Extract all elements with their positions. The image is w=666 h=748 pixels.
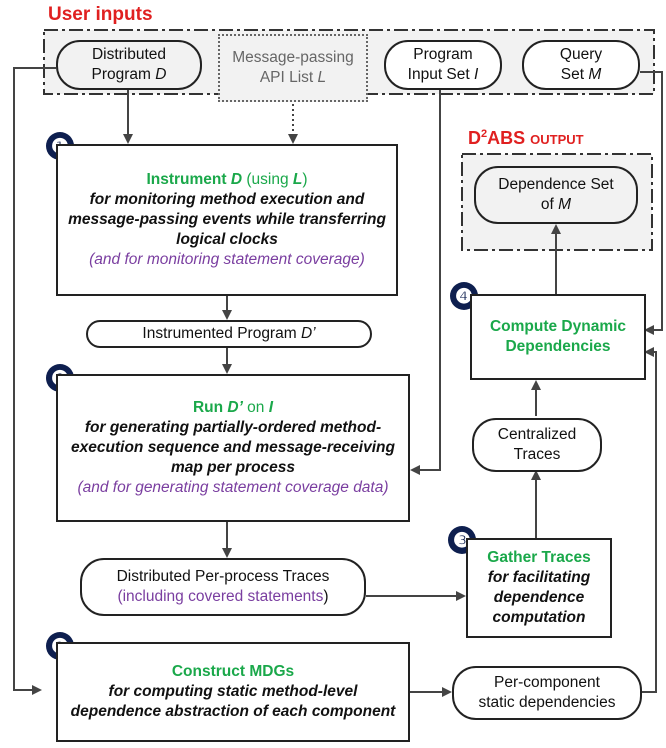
instrument-desc: for monitoring method execution and mess… [68,191,386,248]
query-set-line2: Set [560,66,589,83]
distributed-program-node: Distributed Program D [56,40,202,90]
run-head-var: D’ [227,399,243,416]
distributed-program-var: D [155,66,167,83]
instrument-extra: (and for monitoring statement coverage) [89,251,365,268]
gather-desc: for facilitating dependence computation [487,569,591,626]
run-head-b: on [242,399,269,416]
output-title: D2ABS output [468,128,584,149]
traces-line2-c: ) [323,588,329,605]
run-extra: (and for generating statement coverage d… [77,479,389,496]
instrument-head-var: D [230,171,243,188]
instrumented-program-text: Instrumented Program [142,325,301,342]
run-head-var2: I [268,399,274,416]
query-set-line1: Query [559,46,603,63]
api-list-node: Message-passing API List L [218,34,368,102]
per-component-node: Per-component static dependencies [452,666,642,720]
program-input-var: I [474,66,479,83]
user-inputs-title: User inputs [48,4,153,25]
centralized-traces-node: Centralized Traces [472,418,602,472]
compute-step: Compute Dynamic Dependencies [470,294,646,380]
distributed-program-line1: Distributed [91,46,167,63]
instrumented-program-node: Instrumented Program D’ [86,320,372,348]
per-component-line2: static dependencies [478,694,616,711]
program-input-line1: Program [413,46,473,63]
instrument-head-a: Instrument [146,171,231,188]
api-list-var: L [317,69,327,86]
construct-heading: Construct MDGs [171,663,295,680]
gather-step: Gather Traces for facilitating dependenc… [466,538,612,638]
run-desc: for generating partially-ordered method-… [71,419,395,476]
program-input-node: Program Input Set I [384,40,502,90]
construct-desc: for computing static method-level depend… [70,683,396,720]
run-step: Run D’ on I for generating partially-ord… [56,374,410,522]
centralized-line1: Centralized [497,426,577,443]
output-title-prefix: D [468,128,481,148]
instrument-heading: Instrument D (using L) [146,170,307,190]
centralized-line2: Traces [513,446,561,463]
output-title-suffix: ABS output [487,128,584,148]
instrument-head-b: (using [242,171,293,188]
construct-step: Construct MDGs for computing static meth… [56,642,410,742]
distributed-traces-node: Distributed Per-process Traces (includin… [80,558,366,616]
dependence-set-node: Dependence Set of M [474,166,638,224]
api-list-line1: Message-passing [232,49,354,66]
instrument-head-c: ) [302,171,308,188]
gather-heading: Gather Traces [487,549,591,566]
instrument-step: Instrument D (using L) for monitoring me… [56,144,398,296]
dependence-set-line2: of [540,196,559,213]
run-heading: Run D’ on I [193,398,273,418]
step-number-gather: ❸ [448,526,476,554]
distributed-program-line2: Program [91,66,156,83]
traces-line1: Distributed Per-process Traces [116,568,330,585]
per-component-line1: Per-component [494,674,600,691]
compute-heading: Compute Dynamic Dependencies [489,318,627,355]
run-head-a: Run [192,399,228,416]
dependence-set-var: M [558,196,572,213]
dependence-set-line1: Dependence Set [498,176,614,193]
traces-line2-a: ( [117,588,123,605]
instrumented-program-var: D’ [300,325,316,342]
instrument-head-var2: L [292,171,303,188]
output-title-sup: 2 [481,128,488,140]
traces-line2-b: including covered statements [122,588,324,605]
api-list-line2: API List [259,69,318,86]
program-input-line2: Input Set [407,66,475,83]
query-set-node: Query Set M [522,40,640,90]
query-set-var: M [588,66,602,83]
